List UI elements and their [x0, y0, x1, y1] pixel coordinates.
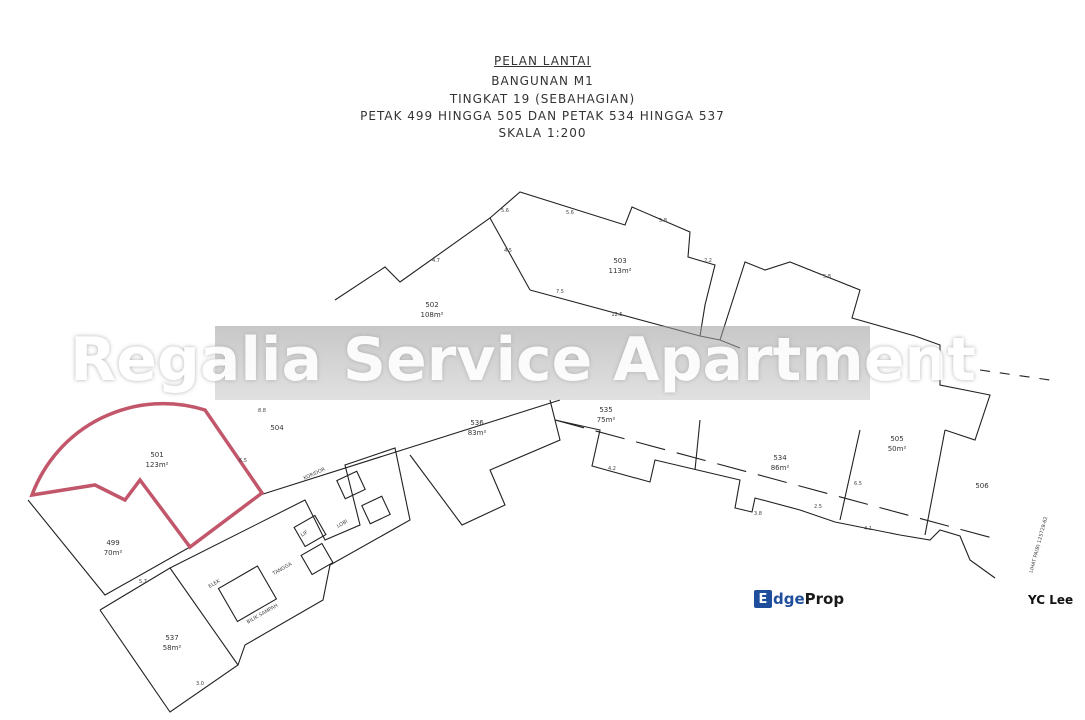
wall-502-503 [489, 217, 531, 291]
lift-box [300, 542, 334, 576]
dimension-label: 3.8 [754, 511, 762, 517]
unit-503-label: 503 [613, 257, 626, 265]
dimension-label: 4.5 [504, 248, 512, 254]
electrical-label: ELEK [208, 578, 222, 590]
unit-505-area: 50m² [888, 445, 907, 453]
wall-534-505 [839, 429, 861, 521]
corridor-label: KORIDOR [303, 466, 327, 481]
unit-501-label: 501 [150, 451, 163, 459]
reference-note: LIHAT PA(B) 125729-62 [1029, 516, 1050, 574]
dimension-label: 3.0 [196, 681, 204, 687]
dimension-label: 4.1 [864, 526, 872, 532]
bin-room [217, 565, 278, 623]
highlighted-unit-501 [29, 401, 265, 550]
dimension-label: 5.8 [659, 218, 667, 224]
dimension-label: 6.5 [239, 458, 247, 464]
watermark-text: Regalia Service Apartment [70, 325, 976, 395]
wall-505-506 [924, 429, 946, 536]
plan-title: PELAN LANTAI [493, 54, 592, 68]
logo-mark: E [754, 590, 772, 608]
dimension-label: 5.6 [566, 210, 574, 216]
dimension-label: 5.6 [501, 208, 509, 214]
dimension-label: 2.2 [704, 258, 712, 264]
lift-box [293, 514, 327, 548]
lift-box [336, 470, 366, 500]
unit-534-label: 534 [773, 454, 787, 462]
logo-edge-text: dge [773, 590, 805, 608]
unit-503-area: 113m² [609, 267, 632, 275]
logo-prop-text: Prop [804, 590, 845, 608]
scale-label: SKALA 1:200 [498, 126, 587, 140]
unit-504-label: 504 [270, 424, 284, 432]
lift-label: LIF [300, 530, 309, 539]
dimension-label: 8.8 [258, 408, 266, 414]
unit-499-area: 70m² [104, 549, 123, 557]
unit-537-area: 58m² [163, 644, 182, 652]
dimension-label: 7.5 [556, 289, 564, 295]
unit-535-label: 535 [599, 406, 612, 414]
unit-505-label: 505 [890, 435, 903, 443]
outline-536 [409, 399, 561, 526]
unit-536-area: 83m² [468, 429, 487, 437]
agent-name: YC Lee [1028, 593, 1074, 607]
dimension-label: 12.5 [611, 312, 622, 318]
dimension-label: 2.5 [814, 504, 822, 510]
unit-506-label: 506 [975, 482, 989, 490]
unit-535-area: 75m² [597, 416, 616, 424]
unit-502-label: 502 [425, 301, 438, 309]
unit-537-label: 537 [165, 634, 178, 642]
outline-lower-right [554, 419, 996, 579]
unit-502-area: 108m² [421, 311, 444, 319]
edgeprop-logo: E dge Prop [754, 590, 844, 608]
dimension-label: 5.8 [823, 274, 831, 280]
corridor-line [554, 419, 1001, 541]
dimension-label: 5.7 [139, 579, 147, 585]
floor-label: TINGKAT 19 (SEBAHAGIAN) [449, 92, 636, 106]
dimension-label: 4.7 [432, 258, 440, 264]
outline-right-block [719, 261, 991, 441]
dimension-label: 4.2 [608, 466, 616, 472]
unit-499-label: 499 [106, 539, 119, 547]
boundary-dash [979, 369, 1051, 381]
unit-536-label: 536 [470, 419, 484, 427]
unit-501-area: 123m² [146, 461, 169, 469]
outline-lower-left [27, 499, 191, 596]
building-label: BANGUNAN M1 [491, 74, 594, 88]
stairs-label: TANGGA [271, 561, 294, 577]
dimension-label: 6.5 [854, 481, 862, 487]
unit-534-area: 86m² [771, 464, 790, 472]
wall-535-534 [694, 419, 701, 471]
lobby-label: LOBI [336, 519, 349, 530]
outline-upper [334, 191, 716, 337]
watermark-band [215, 326, 870, 400]
corridor-line-left [259, 399, 561, 496]
outline-service [169, 447, 411, 666]
lift-box [361, 495, 391, 525]
lots-label: PETAK 499 HINGGA 505 DAN PETAK 534 HINGG… [360, 109, 725, 123]
